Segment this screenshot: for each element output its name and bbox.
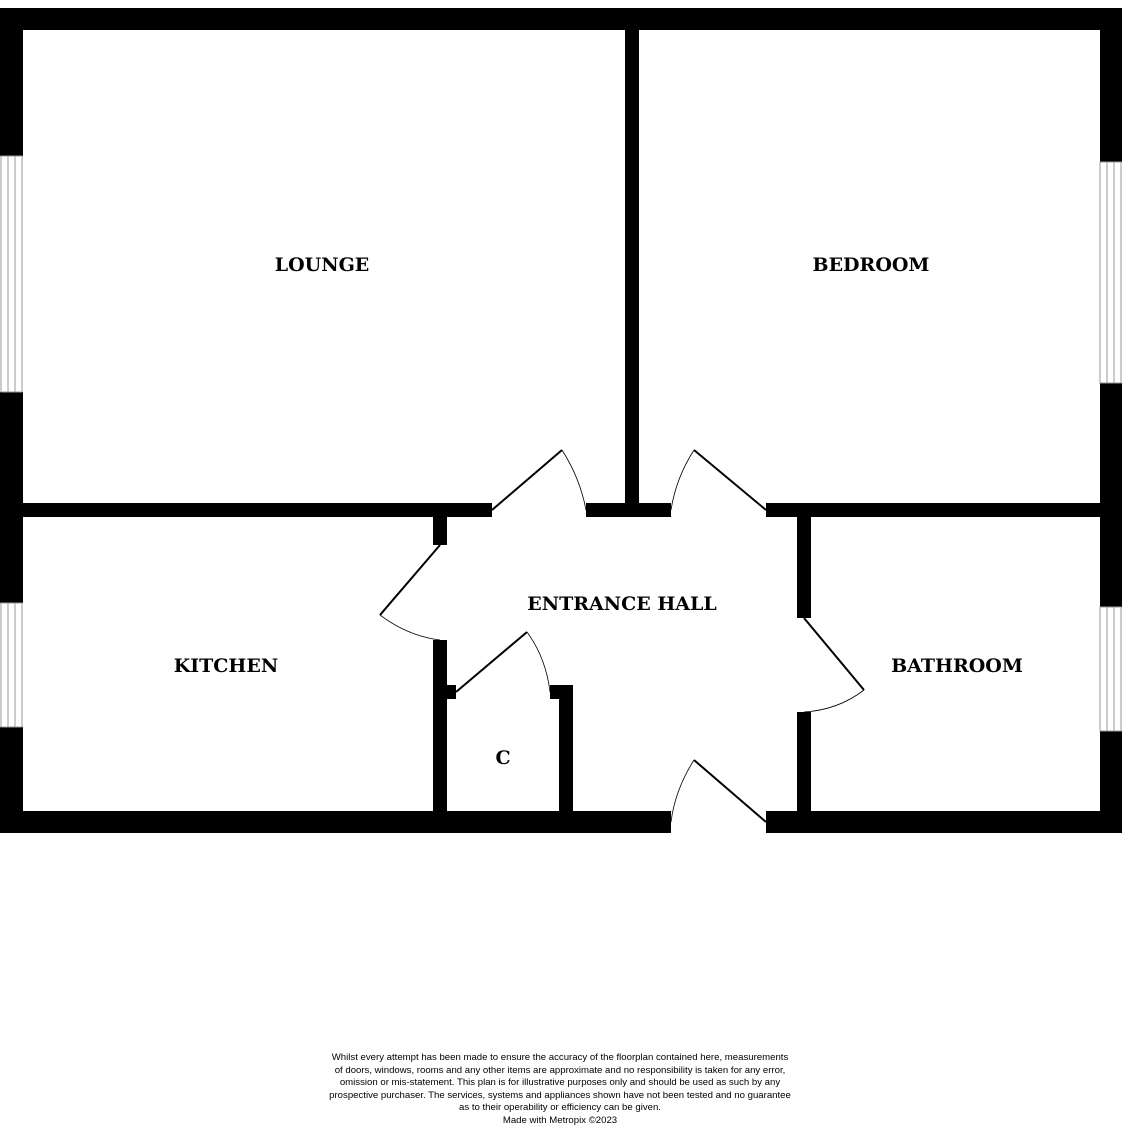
wall-top	[0, 8, 1122, 30]
wall-bottom-left	[0, 811, 671, 833]
door-bedroom	[670, 449, 767, 511]
wall-kitchen-hall-lower	[433, 640, 447, 833]
door-cupboard	[455, 631, 551, 693]
room-label-entrance-hall: ENTRANCE HALL	[527, 593, 717, 615]
room-label-bathroom: BATHROOM	[891, 655, 1023, 677]
interior-walls	[0, 8, 1122, 833]
wall-lounge-kitchen	[0, 503, 492, 517]
wall-left-middle	[0, 392, 23, 603]
window-bathroom	[1099, 606, 1122, 732]
disclaimer-line: of doors, windows, rooms and any other i…	[334, 1064, 786, 1076]
wall-bedroom-bathroom	[766, 503, 1122, 517]
disclaimer: Whilst every attempt has been made to en…	[290, 1052, 830, 1128]
wall-kitchen-hall-stub	[433, 503, 447, 545]
disclaimer-line: Whilst every attempt has been made to en…	[331, 1052, 789, 1063]
doors	[379, 449, 865, 823]
door-bathroom	[803, 617, 865, 713]
windows	[0, 155, 1122, 732]
window-lounge	[0, 155, 23, 393]
credit-line: Made with Metropix ©2023	[502, 1114, 618, 1126]
wall-right-lower	[1100, 731, 1122, 833]
window-kitchen	[0, 602, 23, 728]
wall-left-upper	[0, 8, 23, 156]
room-label-kitchen: KITCHEN	[174, 655, 278, 677]
wall-left-lower	[0, 727, 23, 833]
window-bedroom	[1099, 161, 1122, 384]
wall-cupboard-door-stub	[433, 685, 456, 699]
wall-hall-top-middle	[586, 503, 671, 517]
wall-right-middle	[1100, 383, 1122, 607]
wall-bathroom-lower	[797, 712, 811, 833]
disclaimer-line: as to their operability or efficiency ca…	[459, 1102, 661, 1114]
room-label-cupboard: C	[495, 747, 510, 769]
wall-lounge-bedroom	[625, 8, 639, 517]
room-label-bedroom: BEDROOM	[813, 254, 930, 276]
door-entrance	[670, 759, 767, 823]
disclaimer-line: prospective purchaser. The services, sys…	[329, 1089, 791, 1101]
wall-bathroom-upper	[797, 503, 811, 618]
door-lounge	[491, 449, 587, 511]
disclaimer-line: omission or mis-statement. This plan is …	[339, 1077, 781, 1089]
outer-walls	[0, 8, 1122, 833]
wall-right-upper	[1100, 8, 1122, 162]
door-kitchen	[379, 544, 441, 641]
wall-bottom-right	[766, 811, 1122, 833]
wall-cupboard-right-cap	[550, 685, 573, 699]
room-label-lounge: LOUNGE	[275, 254, 370, 276]
wall-cupboard-right	[559, 685, 573, 833]
room-labels: LOUNGE BEDROOM ENTRANCE HALL KITCHEN BAT…	[174, 254, 1023, 769]
